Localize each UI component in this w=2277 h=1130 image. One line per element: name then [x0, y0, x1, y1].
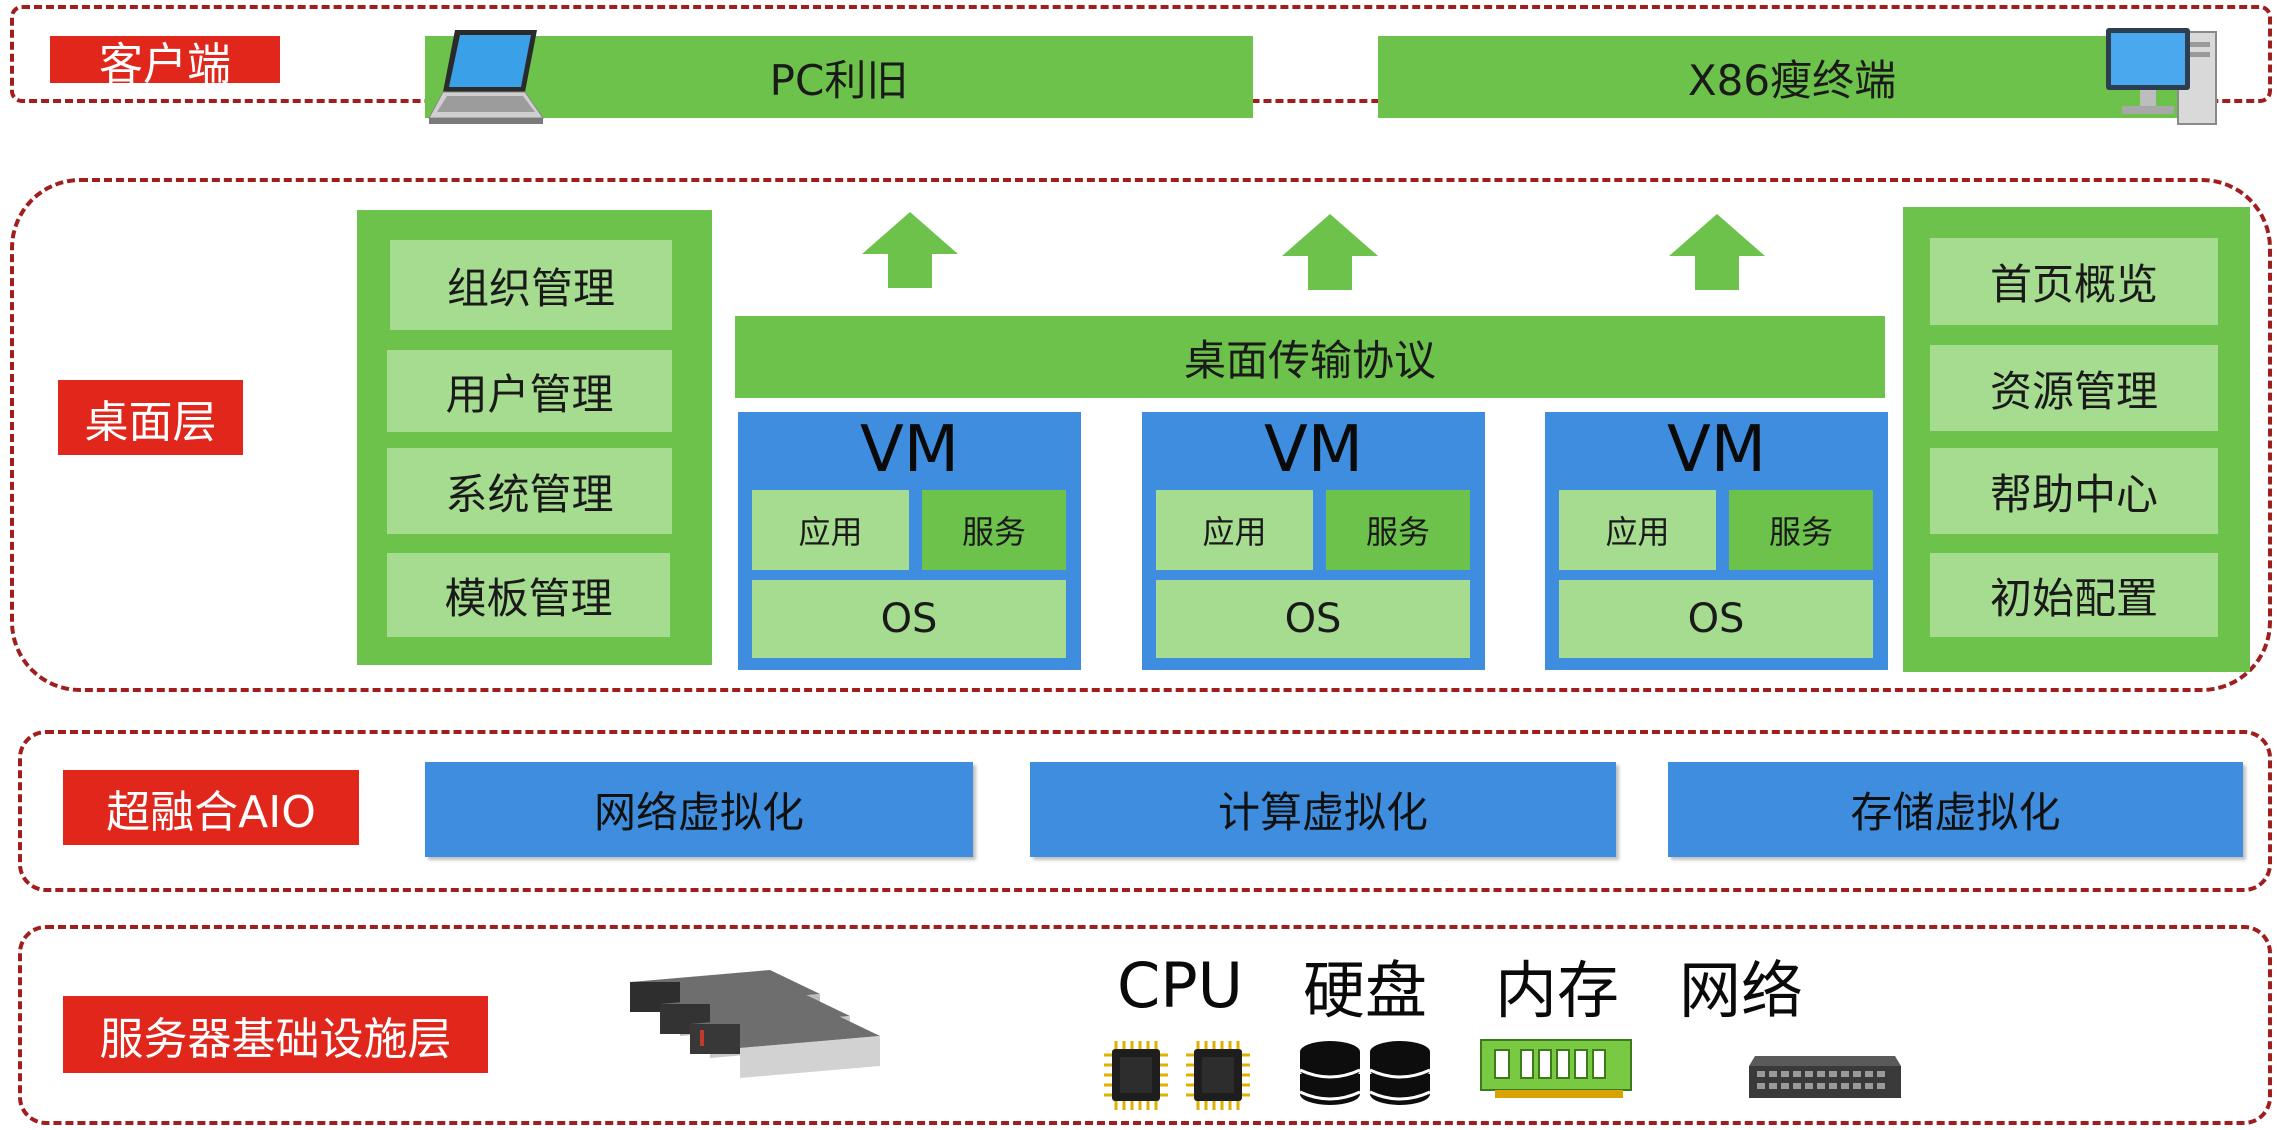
hardware-label-memory: 内存	[1494, 954, 1619, 1027]
vm-service-box: 服务	[1729, 490, 1873, 570]
resource-management-item: 资源管理	[1930, 345, 2218, 431]
vm-title: VM	[1667, 412, 1766, 487]
hardware-label-disk: 硬盘	[1302, 954, 1427, 1027]
storage-virtualization-box: 存储虚拟化	[1668, 762, 2243, 857]
vm-os-box: OS	[1559, 580, 1873, 658]
desktop-transport-protocol-bar: 桌面传输协议	[735, 316, 1885, 398]
aio-layer-frame	[18, 730, 2272, 892]
help-center-item: 帮助中心	[1930, 448, 2218, 534]
infrastructure-layer-label: 服务器基础设施层	[63, 996, 488, 1073]
client-layer-label: 客户端	[50, 36, 280, 90]
vm-app-box: 应用	[1156, 490, 1313, 570]
hardware-label-network: 网络	[1678, 954, 1803, 1027]
user-management-item: 用户管理	[387, 350, 672, 432]
aio-layer-label: 超融合AIO	[63, 770, 359, 845]
desktop-layer-label: 桌面层	[58, 380, 243, 455]
template-management-item: 模板管理	[387, 553, 670, 637]
up-arrow-icon	[1667, 212, 1767, 292]
vm-title: VM	[1264, 412, 1363, 487]
vm-os-box: OS	[1156, 580, 1470, 658]
infrastructure-layer-frame	[18, 925, 2272, 1125]
up-arrow-icon	[1280, 212, 1380, 292]
home-overview-item: 首页概览	[1930, 238, 2218, 325]
network-switch-icon	[1745, 1040, 1905, 1106]
memory-module-icon	[1475, 1034, 1640, 1104]
vm-os-box: OS	[752, 580, 1066, 658]
vm-title: VM	[860, 412, 959, 487]
cpu-chip-icon	[1100, 1033, 1260, 1118]
initial-config-item: 初始配置	[1930, 553, 2218, 637]
org-management-item: 组织管理	[390, 240, 672, 330]
thin-client-bar: X86瘦终端	[1378, 36, 2206, 118]
up-arrow-icon	[860, 210, 960, 290]
desktop-pc-icon	[2100, 24, 2222, 128]
hardware-label-cpu: CPU	[1116, 948, 1244, 1022]
network-virtualization-box: 网络虚拟化	[425, 762, 973, 857]
compute-virtualization-box: 计算虚拟化	[1030, 762, 1616, 857]
vm-service-box: 服务	[1326, 490, 1470, 570]
pc-reuse-bar: PC利旧	[425, 36, 1253, 118]
server-rack-icon	[620, 960, 915, 1080]
vm-app-box: 应用	[1559, 490, 1716, 570]
vm-app-box: 应用	[752, 490, 909, 570]
vm-service-box: 服务	[922, 490, 1066, 570]
desktop-layer-frame	[10, 178, 2272, 692]
disk-stack-icon	[1298, 1040, 1433, 1110]
system-management-item: 系统管理	[387, 448, 672, 534]
laptop-icon	[425, 26, 545, 128]
